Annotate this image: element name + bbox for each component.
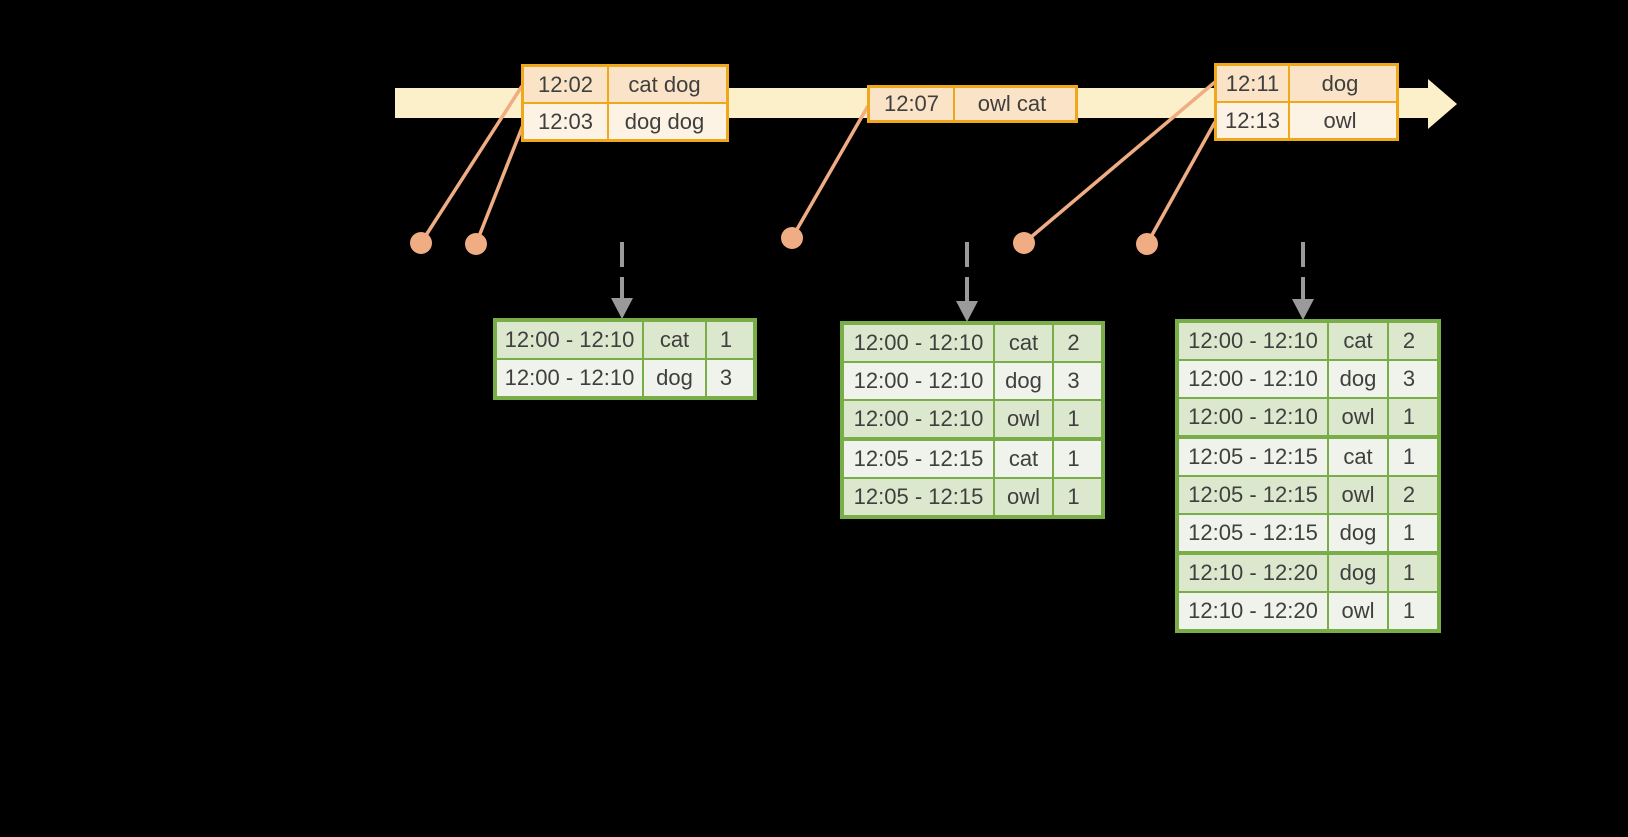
trigger-arrow [1292,242,1314,320]
trigger-arrow [956,242,978,322]
window-cell: 12:05 - 12:15 [1188,444,1318,469]
window-cell: 12:00 - 12:10 [1188,404,1318,429]
time-cell: 12:03 [537,108,594,134]
event-connector-line [790,105,870,239]
count-cell: 3 [1052,363,1093,399]
word-cell: cat [1327,323,1387,359]
window-cell: 12:00 - 12:10 [504,365,635,390]
count-cell: 1 [1387,399,1429,435]
count-cell: 2 [1387,477,1429,513]
window-cell: 12:05 - 12:15 [853,446,984,471]
time-cell: 12:02 [537,71,594,97]
words-cell: dog dog [607,104,720,139]
table-row: 12:07 owl cat [870,88,1075,120]
words-cell: owl [1288,103,1390,138]
window-cell: 12:00 - 12:10 [853,330,984,355]
time-cell: 12:07 [883,91,940,116]
word-cell: dog [642,360,705,396]
event-connector-line [1145,121,1217,245]
words-cell: dog [1288,66,1390,101]
count-cell: 2 [1387,323,1429,359]
word-cell: owl [993,479,1052,515]
event-dot [781,227,803,249]
word-cell: dog [1327,555,1387,591]
count-cell: 1 [1387,515,1429,551]
word-cell: dog [1327,515,1387,551]
words-cell: cat dog [607,67,720,102]
event-dot [1013,232,1035,254]
count-cell: 1 [1387,555,1429,591]
event-dot [1136,233,1158,255]
table-row: 12:11 dog [1217,66,1396,101]
table-row: 12:02 cat dog [524,67,726,102]
table-row: 12:13 owl [1217,101,1396,138]
window-cell: 12:05 - 12:15 [1188,520,1318,545]
count-cell: 1 [705,322,745,358]
word-cell: dog [993,363,1052,399]
event-table-12-07: 12:07 owl cat [867,85,1078,123]
trigger-arrow [611,242,633,319]
event-connector-line [1022,80,1217,245]
count-cell: 1 [1052,479,1093,515]
count-cell: 2 [1052,325,1093,361]
word-cell: cat [1327,439,1387,475]
count-cell: 1 [1052,401,1093,437]
word-cell: owl [1327,477,1387,513]
words-cell: owl cat [953,88,1069,120]
word-cell: dog [1327,361,1387,397]
word-cell: owl [1327,593,1387,629]
word-cell: cat [642,322,705,358]
window-cell: 12:00 - 12:10 [853,368,984,393]
word-cell: cat [993,325,1052,361]
count-cell: 1 [1387,439,1429,475]
window-cell: 12:05 - 12:15 [1188,482,1318,507]
time-cell: 12:13 [1224,107,1281,133]
window-cell: 12:05 - 12:15 [853,484,984,509]
time-cell: 12:11 [1225,70,1280,96]
event-table-12-02: 12:02 cat dog 12:03 dog dog [521,64,729,142]
window-cell: 12:00 - 12:10 [853,406,984,431]
window-cell: 12:00 - 12:10 [1188,366,1318,391]
count-cell: 3 [705,360,745,396]
event-connector-line [474,124,525,245]
window-cell: 12:00 - 12:10 [1188,328,1318,353]
word-cell: cat [993,441,1052,477]
word-cell: owl [1327,399,1387,435]
event-dot [410,232,432,254]
window-cell: 12:10 - 12:20 [1188,560,1318,585]
event-table-12-11: 12:11 dog 12:13 owl [1214,63,1399,141]
event-dot [465,233,487,255]
count-cell: 1 [1052,441,1093,477]
count-cell: 1 [1387,593,1429,629]
window-cell: 12:00 - 12:10 [504,327,635,352]
word-cell: owl [993,401,1052,437]
event-connector-line [419,85,524,244]
count-cell: 3 [1387,361,1429,397]
window-cell: 12:10 - 12:20 [1188,598,1318,623]
table-row: 12:03 dog dog [524,102,726,139]
